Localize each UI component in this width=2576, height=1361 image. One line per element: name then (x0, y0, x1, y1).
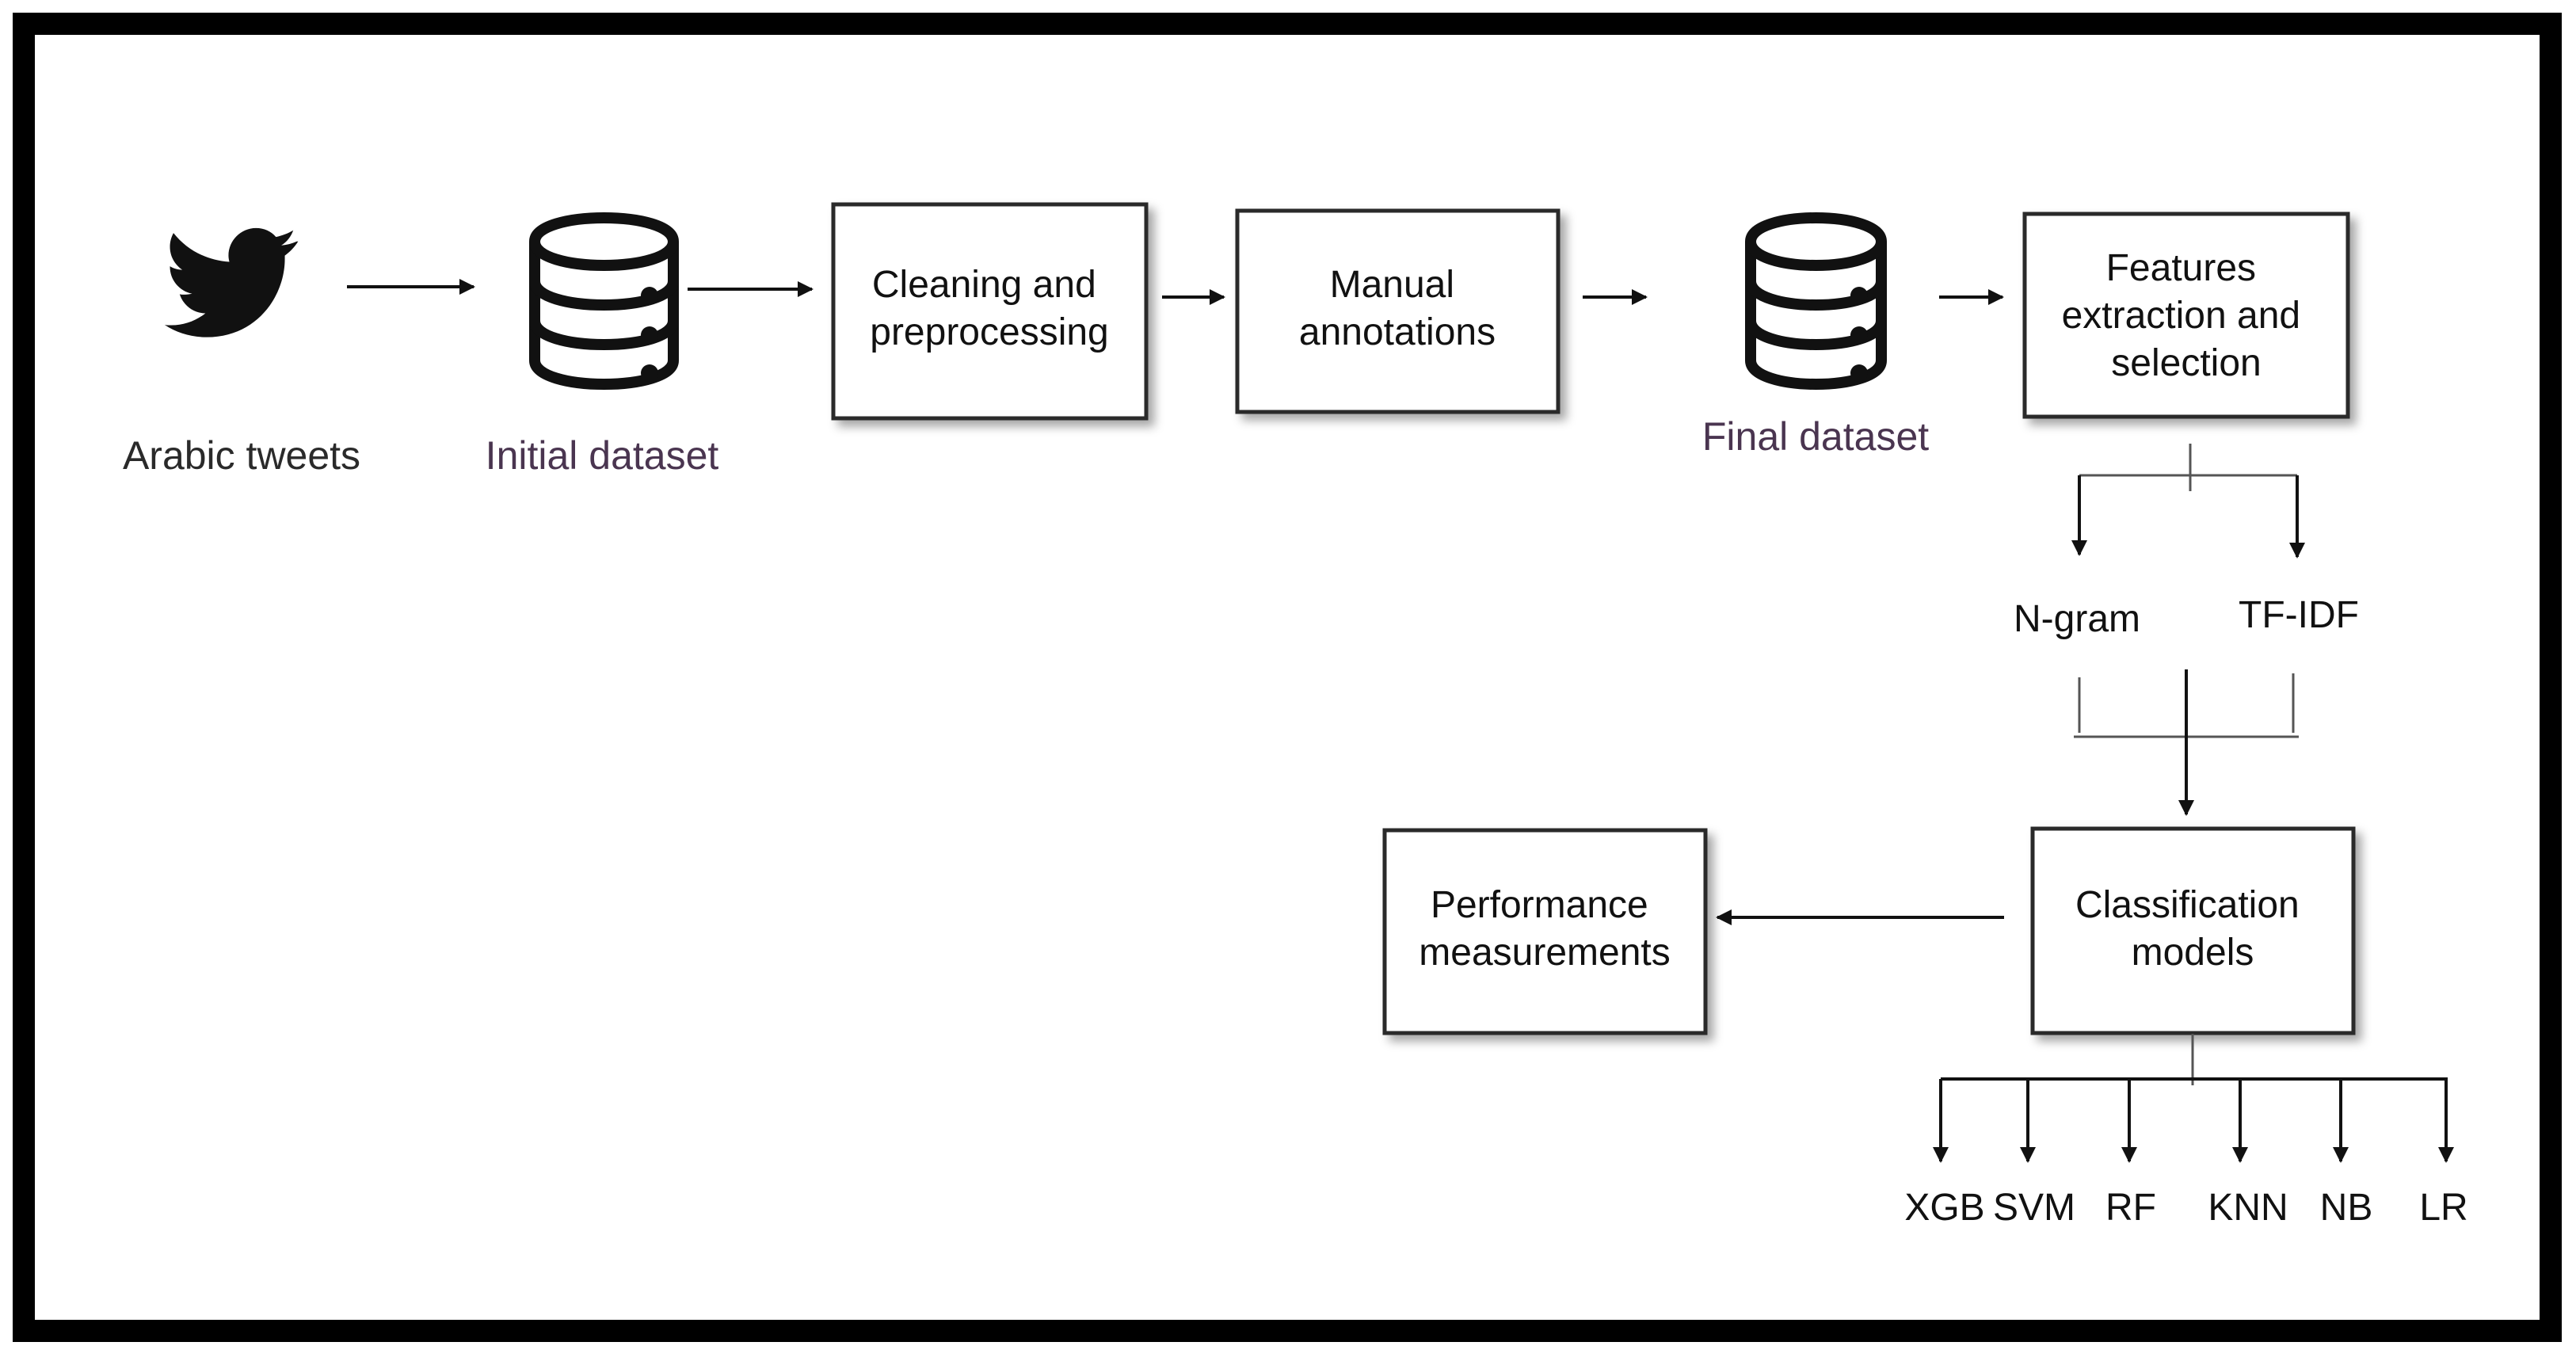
performance-line-2: measurements (1419, 932, 1670, 974)
model-label-nb: NB (2320, 1187, 2373, 1229)
performance-line-1: Performance (1431, 884, 1648, 926)
features-line-3: selection (2111, 342, 2261, 384)
features-text: Features extraction and selection (2062, 247, 2311, 384)
classification-box (2030, 826, 2356, 1035)
model-label-svm: SVM (1993, 1187, 2075, 1229)
cleaning-line-2: preprocessing (870, 311, 1109, 353)
annotations-line-2: annotations (1299, 311, 1496, 353)
twitter-bird-icon (164, 227, 299, 337)
performance-text: Performance measurements (1419, 884, 1670, 974)
annotations-text: Manual annotations (1299, 264, 1496, 353)
classification-text: Classification models (2075, 884, 2310, 974)
model-label-xgb: XGB (1904, 1187, 1984, 1229)
model-label-knn: KNN (2208, 1187, 2288, 1229)
features-line-1: Features (2106, 247, 2256, 289)
initial-dataset-label: Initial dataset (486, 433, 719, 478)
tfidf-label: TF-IDF (2239, 594, 2359, 636)
cleaning-box (831, 202, 1149, 421)
database-icon (529, 212, 679, 390)
features-line-2: extraction and (2062, 295, 2301, 337)
model-label-lr: LR (2419, 1187, 2467, 1229)
classification-line-2: models (2132, 932, 2254, 974)
annotations-line-1: Manual (1330, 264, 1454, 306)
cleaning-text: Cleaning and preprocessing (870, 264, 1109, 353)
ngram-label: N-gram (2014, 598, 2140, 640)
model-label-rf: RF (2105, 1187, 2156, 1229)
model-arrows (1933, 1079, 2454, 1163)
performance-box (1382, 828, 1708, 1035)
final-dataset-label: Final dataset (1702, 414, 1929, 459)
arabic-tweets-label: Arabic tweets (123, 433, 360, 478)
cleaning-line-1: Cleaning and (872, 264, 1096, 306)
database-icon (1745, 212, 1887, 390)
classification-line-1: Classification (2075, 884, 2300, 926)
features-box (2022, 212, 2350, 419)
annotations-box (1235, 208, 1560, 414)
